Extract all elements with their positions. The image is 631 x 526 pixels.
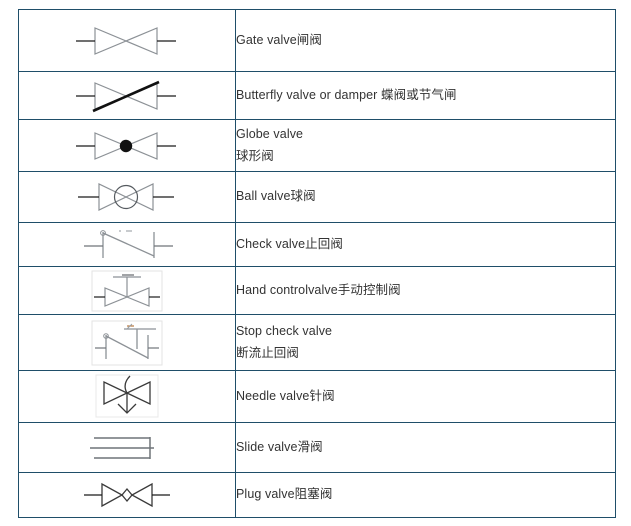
- label-cell-globe-valve: Globe valve 球形阀: [235, 119, 616, 172]
- label-line: Stop check valve: [236, 324, 333, 338]
- label-line: Check valve止回阀: [236, 236, 343, 251]
- table-row: Slide valve滑阀: [18, 422, 616, 473]
- label-cell-ball-valve: Ball valve球阀: [235, 171, 616, 223]
- label-line: 球形阀: [236, 148, 274, 163]
- symbol-cell-needle-valve: [18, 370, 236, 423]
- needle-valve-symbol: [19, 372, 235, 422]
- label-cell-check-valve: Check valve止回阀: [235, 222, 616, 267]
- label-cell-butterfly-valve: Butterfly valve or damper 蝶阀或节气闸: [235, 71, 616, 120]
- symbol-cell-plug-valve: [18, 472, 236, 518]
- table-row: Stop check valve 断流止回阀: [18, 314, 616, 371]
- symbol-cell-butterfly-valve: [18, 71, 236, 120]
- symbol-cell-ball-valve: [18, 171, 236, 223]
- label-line: Ball valve球阀: [236, 189, 316, 204]
- stop-check-valve-symbol: [19, 317, 235, 369]
- label-cell-gate-valve: Gate valve闸阀: [235, 9, 616, 72]
- label-cell-slide-valve: Slide valve滑阀: [235, 422, 616, 473]
- table-row: Butterfly valve or damper 蝶阀或节气闸: [18, 71, 616, 120]
- table-row: Ball valve球阀: [18, 171, 616, 223]
- symbol-cell-gate-valve: [18, 9, 236, 72]
- table-row: Gate valve闸阀: [18, 9, 616, 72]
- symbol-cell-check-valve: [18, 222, 236, 267]
- table-row: Hand controlvalve手动控制阀: [18, 266, 616, 315]
- label-cell-needle-valve: Needle valve针阀: [235, 370, 616, 423]
- table-row: Plug valve阻塞阀: [18, 472, 616, 518]
- hand-control-valve-symbol: [19, 268, 235, 314]
- slide-valve-symbol: [19, 427, 235, 469]
- label-line: 断流止回阀: [236, 345, 300, 360]
- label-cell-hand-control-valve: Hand controlvalve手动控制阀: [235, 266, 616, 315]
- plug-valve-symbol: [19, 475, 235, 515]
- gate-valve-symbol: [19, 18, 235, 64]
- table-row: Needle valve针阀: [18, 370, 616, 423]
- label-cell-stop-check-valve: Stop check valve 断流止回阀: [235, 314, 616, 371]
- label-line: Needle valve针阀: [236, 388, 335, 403]
- label-line: Plug valve阻塞阀: [236, 487, 333, 502]
- label-line: Butterfly valve or damper 蝶阀或节气闸: [236, 87, 457, 102]
- label-line: Hand controlvalve手动控制阀: [236, 282, 401, 297]
- symbol-cell-globe-valve: [18, 119, 236, 172]
- symbol-cell-slide-valve: [18, 422, 236, 473]
- butterfly-valve-symbol: [19, 74, 235, 118]
- label-line: Slide valve滑阀: [236, 439, 323, 454]
- valve-symbol-table: Gate valve闸阀: [18, 9, 616, 518]
- label-cell-plug-valve: Plug valve阻塞阀: [235, 472, 616, 518]
- table-row: Globe valve 球形阀: [18, 119, 616, 172]
- globe-valve-symbol: [19, 124, 235, 168]
- check-valve-symbol: [19, 225, 235, 265]
- table-row: Check valve止回阀: [18, 222, 616, 267]
- ball-valve-symbol: [19, 175, 235, 219]
- symbol-cell-hand-control-valve: [18, 266, 236, 315]
- label-line: Gate valve闸阀: [236, 32, 322, 47]
- label-line: Globe valve: [236, 127, 304, 141]
- symbol-cell-stop-check-valve: [18, 314, 236, 371]
